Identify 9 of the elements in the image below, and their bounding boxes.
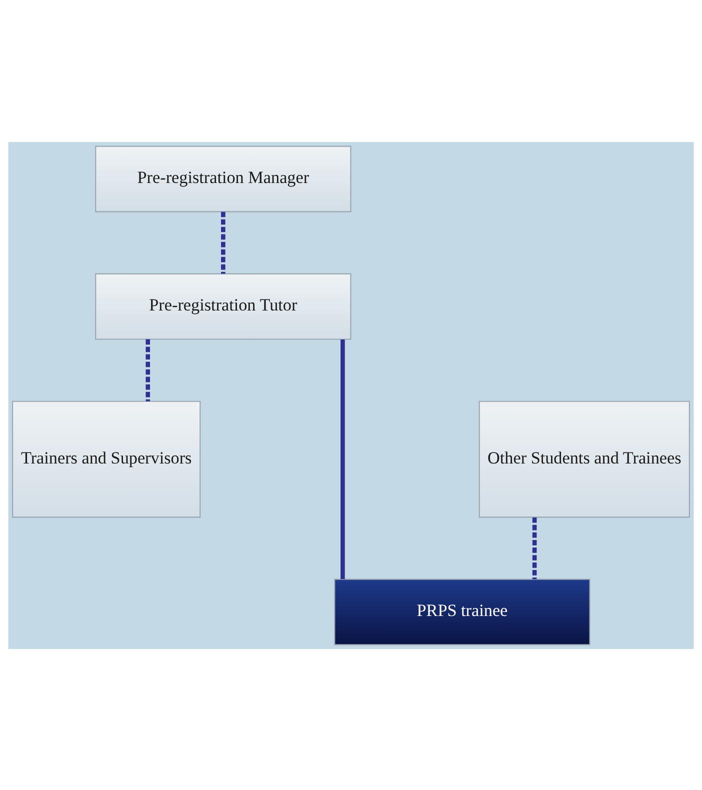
connector xyxy=(221,211,226,274)
node-box: Pre-registration Tutor xyxy=(95,272,352,340)
connector xyxy=(340,339,345,579)
node-box: Trainers and Supervisors xyxy=(12,400,201,518)
node-box: Other Students and Trainees xyxy=(478,400,690,518)
node-box: Pre-registration Manager xyxy=(95,145,352,212)
node-box: PRPS trainee xyxy=(334,578,590,645)
connector xyxy=(146,338,150,401)
connector xyxy=(532,516,537,579)
